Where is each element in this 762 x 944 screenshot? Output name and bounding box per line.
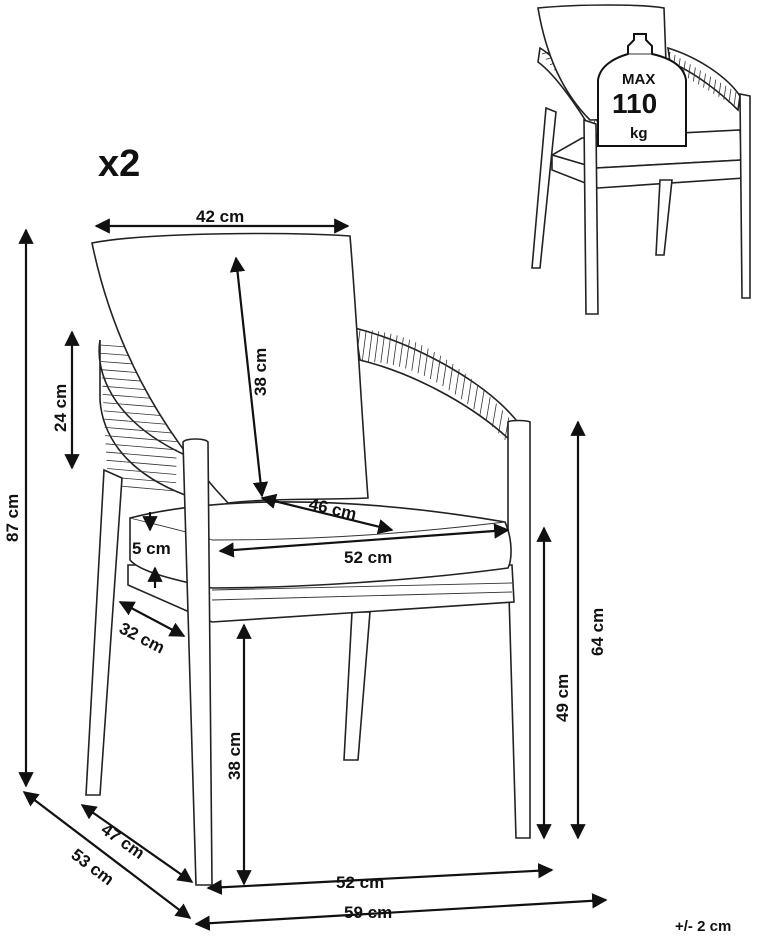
rear-right-leg [343,611,371,761]
badge-value-text: 110 [612,88,657,119]
thumbnail-chair [531,4,751,315]
label-cushion-thickness: 5 cm [132,539,171,558]
label-outer-width: 59 cm [344,903,392,922]
rear-left-leg [85,468,123,796]
label-total-height: 87 cm [3,494,22,542]
label-under-seat-height: 38 cm [225,732,244,780]
label-seat-width: 52 cm [344,548,392,567]
front-left-post [182,438,213,886]
dimension-labels: x2 42 cm 38 cm 24 cm 87 cm 46 cm 5 cm 52… [3,143,731,935]
quantity-label: x2 [98,143,140,185]
tolerance-label: +/- 2 cm [675,918,731,935]
label-seat-height: 49 cm [553,674,572,722]
label-inner-width: 52 cm [336,873,384,892]
label-outer-depth: 53 cm [68,845,118,889]
label-backrest-width: 42 cm [196,207,244,226]
badge-max-text: MAX [622,71,655,88]
label-inner-depth: 47 cm [98,820,148,863]
label-backrest-height: 38 cm [251,348,270,396]
right-post [507,419,531,839]
max-load-badge: MAX 110 kg [597,33,687,147]
badge-unit-text: kg [630,125,648,142]
main-chair [85,232,531,886]
label-arm-height: 64 cm [588,608,607,656]
rope-backrest-right [354,326,521,448]
dimension-lines [18,218,608,931]
label-armrest-height: 24 cm [51,384,70,432]
